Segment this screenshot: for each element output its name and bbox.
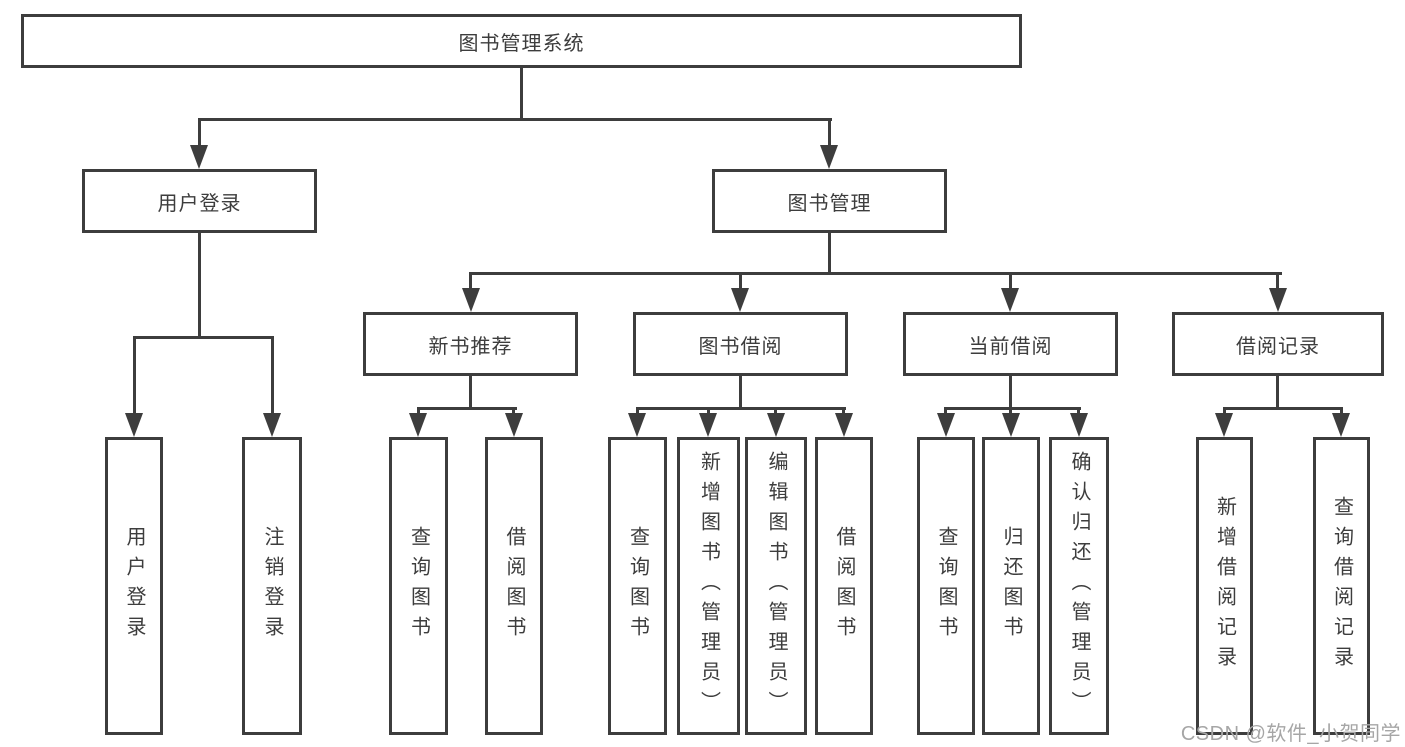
node-library-system: 图书管理系统 [21,14,1022,68]
arrowhead-c3 [767,413,785,437]
arrowhead-d2 [1002,413,1020,437]
node-current-borrowing: 当前借阅 [903,312,1118,376]
node-new-book-recommendation: 新书推荐 [363,312,578,376]
leaf-query-books-current: 查询图书 [917,437,975,735]
edge-drop-book-management [828,120,831,147]
leaf-return-books: 归还图书 [982,437,1040,735]
leaf-confirm-return-admin: 确认归还（管理员） [1049,437,1109,735]
edge-level2-bus [198,118,832,121]
edge-book-borrow-bus [636,407,846,410]
node-user-login: 用户登录 [82,169,317,233]
edge-drop-borrow-records [1276,274,1279,290]
edge-drop-book-borrow [739,274,742,290]
arrowhead-b2 [505,413,523,437]
edge-current-borrow-bus [944,407,1081,410]
arrowhead-c2 [699,413,717,437]
arrowhead-new-book [462,288,480,312]
leaf-edit-books-admin: 编辑图书（管理员） [745,437,807,735]
node-book-management: 图书管理 [712,169,947,233]
arrowhead-e1 [1215,413,1233,437]
arrowhead-leaf-user-login [125,413,143,437]
leaf-add-borrow-record: 新增借阅记录 [1196,437,1253,735]
arrowhead-c4 [835,413,853,437]
edge-borrow-records-stem [1276,375,1279,410]
edge-borrow-records-bus [1223,407,1343,410]
arrowhead-current-borrow [1001,288,1019,312]
leaf-add-books-admin: 新增图书（管理员） [677,437,740,735]
leaf-borrow-books-recommend: 借阅图书 [485,437,543,735]
edge-level3-bus [469,272,1282,275]
arrowhead-d1 [937,413,955,437]
edge-user-login-stem [198,232,201,339]
arrowhead-d3 [1070,413,1088,437]
arrowhead-c1 [628,413,646,437]
arrowhead-e2 [1332,413,1350,437]
arrowhead-user-login [190,145,208,169]
leaf-query-books-borrowing: 查询图书 [608,437,667,735]
leaf-user-login: 用户登录 [105,437,163,735]
edge-user-login-bus [133,336,274,339]
node-book-borrowing: 图书借阅 [633,312,848,376]
leaf-borrow-books-borrowing: 借阅图书 [815,437,873,735]
arrowhead-borrow-records [1269,288,1287,312]
edge-root-trunk [520,66,523,121]
edge-drop-user-login [198,120,201,147]
edge-current-borrow-stem [1009,375,1012,410]
edge-new-book-stem [469,375,472,410]
csdn-watermark: CSDN @软件_小贺同学 [1180,723,1401,745]
edge-drop-leaf-user-login [133,338,136,415]
arrowhead-book-management [820,145,838,169]
leaf-query-borrow-record: 查询借阅记录 [1313,437,1370,735]
edge-drop-current-borrow [1009,274,1012,290]
leaf-logout: 注销登录 [242,437,302,735]
arrowhead-leaf-logout [263,413,281,437]
edge-drop-leaf-logout [271,338,274,415]
edge-new-book-bus [417,407,517,410]
arrowhead-b1 [409,413,427,437]
arrowhead-book-borrow [731,288,749,312]
edge-book-management-stem [828,232,831,275]
edge-book-borrow-stem [739,375,742,410]
node-borrowing-records: 借阅记录 [1172,312,1384,376]
edge-drop-new-book [469,274,472,290]
leaf-query-books-recommend: 查询图书 [389,437,448,735]
